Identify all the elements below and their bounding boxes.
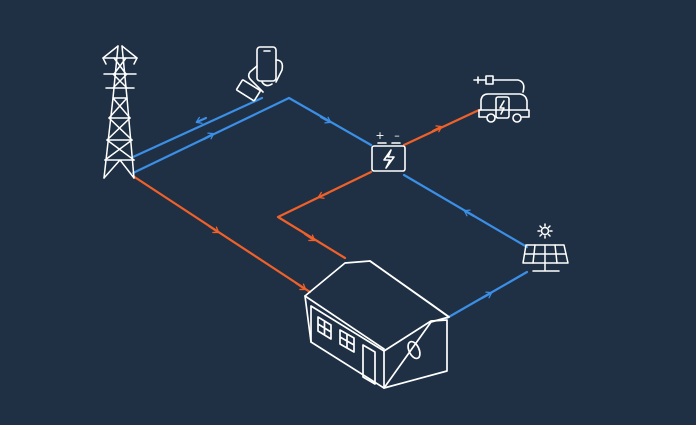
flow-grid-to-home (131, 174, 312, 294)
flow-battery-to-home (276, 170, 373, 260)
flow-arrow (195, 116, 208, 124)
solar-panel-sun-icon (522, 223, 569, 272)
electric-car-plug-icon (473, 75, 530, 123)
flow-arrow (319, 115, 332, 124)
flow-lines (131, 96, 529, 320)
flow-arrow (303, 232, 316, 242)
flow-arrow (317, 191, 330, 199)
flow-arrow (463, 209, 476, 218)
flow-arrow (480, 291, 493, 300)
flow-phone-to-grid (131, 96, 264, 159)
hand-holding-phone-icon (235, 46, 284, 102)
flow-arrow (207, 224, 220, 234)
flow-arrow (294, 281, 307, 291)
house-icon (304, 260, 450, 389)
battery-negative-label: – (394, 129, 400, 142)
flow-arrow (202, 132, 215, 141)
flow-arrow (431, 125, 443, 133)
battery-bolt-icon (371, 142, 406, 172)
battery-positive-label: + (375, 129, 384, 142)
transmission-tower-icon (102, 45, 138, 179)
